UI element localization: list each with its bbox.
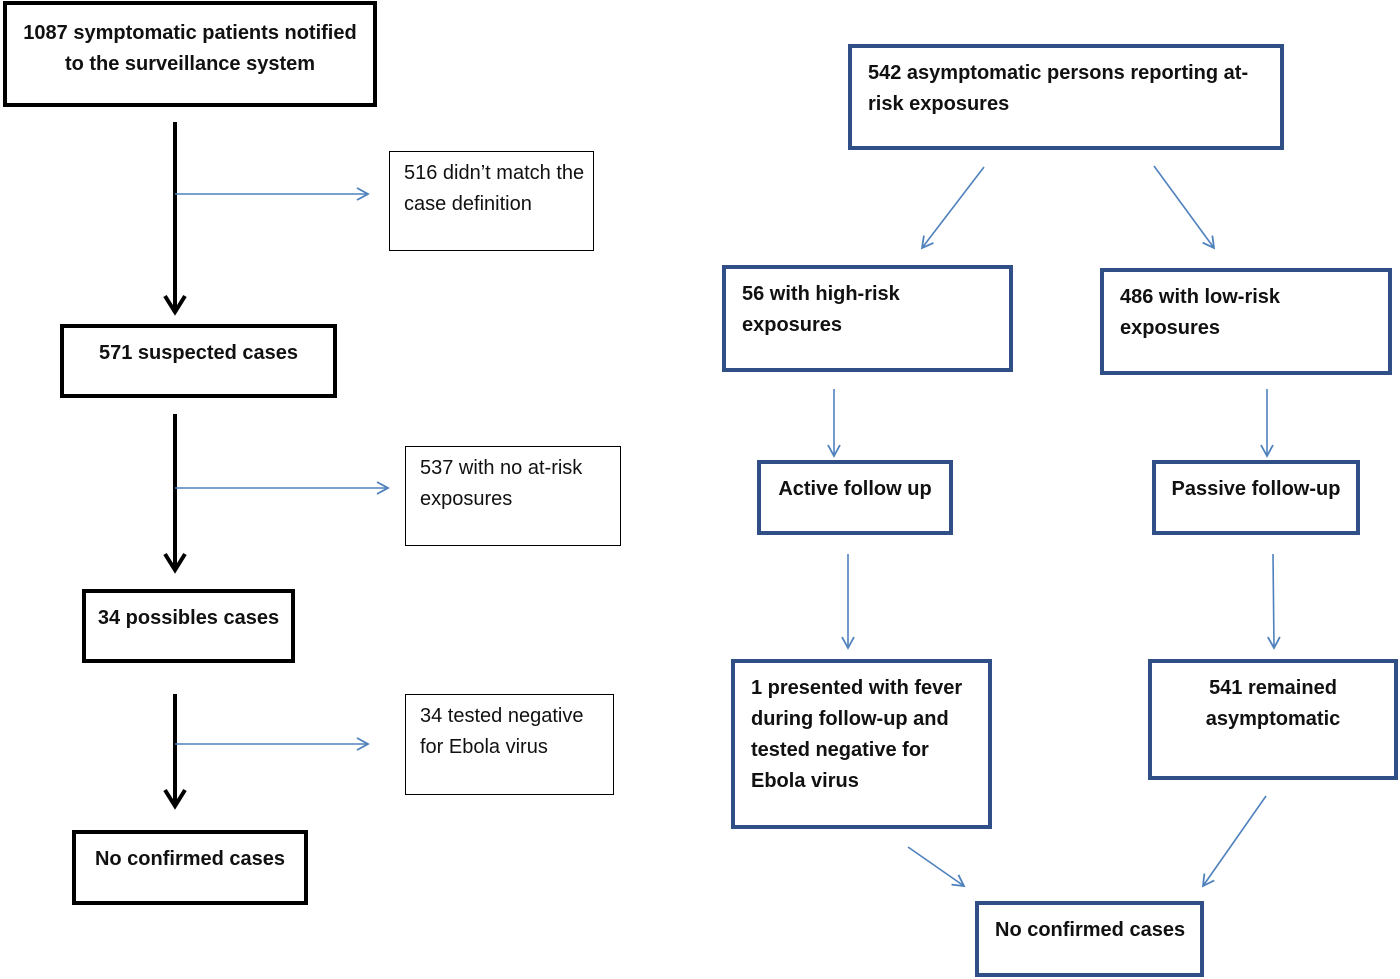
notified-patients-text: 1087 symptomatic patients notified to th… [23,22,357,75]
asymptomatic-persons-box: 542 asymptomatic persons reporting at-ri… [848,44,1284,150]
high-risk-box: 56 with high-risk exposures [722,265,1013,372]
low-risk-box: 486 with low-risk exposures [1100,268,1392,375]
arrowhead-notified-to-suspected [163,294,187,316]
arrowhead-suspected-to-possible [163,552,187,574]
notified-patients-box: 1087 symptomatic patients notified to th… [3,1,377,107]
excluded-definition-box: 516 didn’t match the case definition [389,151,594,251]
excluded-tested-box: 34 tested negative for Ebola virus [405,694,614,795]
low-risk-text: 486 with low-risk exposures [1120,286,1281,339]
passive-followup-box: Passive follow-up [1152,460,1360,535]
fever-outcome-text: 1 presented with fever during follow-up … [751,677,963,792]
high-risk-text: 56 with high-risk exposures [742,283,900,336]
fever-outcome-box: 1 presented with fever during follow-up … [731,659,992,829]
excluded-exposure-text: 537 with no at-risk exposures [420,457,583,510]
remained-asymptomatic-text: 541 remained asymptomatic [1205,677,1341,730]
excluded-definition-text: 516 didn’t match the case definition [404,162,585,215]
arrowhead-possible-to-confirmed [163,788,187,810]
active-followup-text: Active follow up [778,478,932,500]
arrow-asymptomatic-to-high-risk [920,166,985,250]
possible-cases-text: 34 possibles cases [97,607,280,629]
left-confirmed-cases-text: No confirmed cases [94,848,286,870]
suspected-cases-box: 571 suspected cases [60,324,337,398]
passive-followup-text: Passive follow-up [1171,478,1341,500]
excluded-tested-text: 34 tested negative for Ebola virus [420,705,584,758]
active-followup-box: Active follow up [757,460,953,535]
suspected-cases-text: 571 suspected cases [98,342,299,364]
right-confirmed-cases-box: No confirmed cases [975,901,1204,977]
remained-asymptomatic-box: 541 remained asymptomatic [1148,659,1398,780]
possible-cases-box: 34 possibles cases [82,589,295,663]
arrow-asymptomatic-to-low-risk [1153,165,1216,250]
asymptomatic-persons-text: 542 asymptomatic persons reporting at-ri… [868,62,1249,115]
arrow-fever-to-confirmed [907,846,966,888]
excluded-exposure-box: 537 with no at-risk exposures [405,446,621,546]
arrow-passive-to-remained [1267,553,1281,650]
left-confirmed-cases-box: No confirmed cases [72,830,308,905]
arrow-remained-to-confirmed [1201,795,1267,888]
right-confirmed-cases-text: No confirmed cases [995,919,1186,941]
